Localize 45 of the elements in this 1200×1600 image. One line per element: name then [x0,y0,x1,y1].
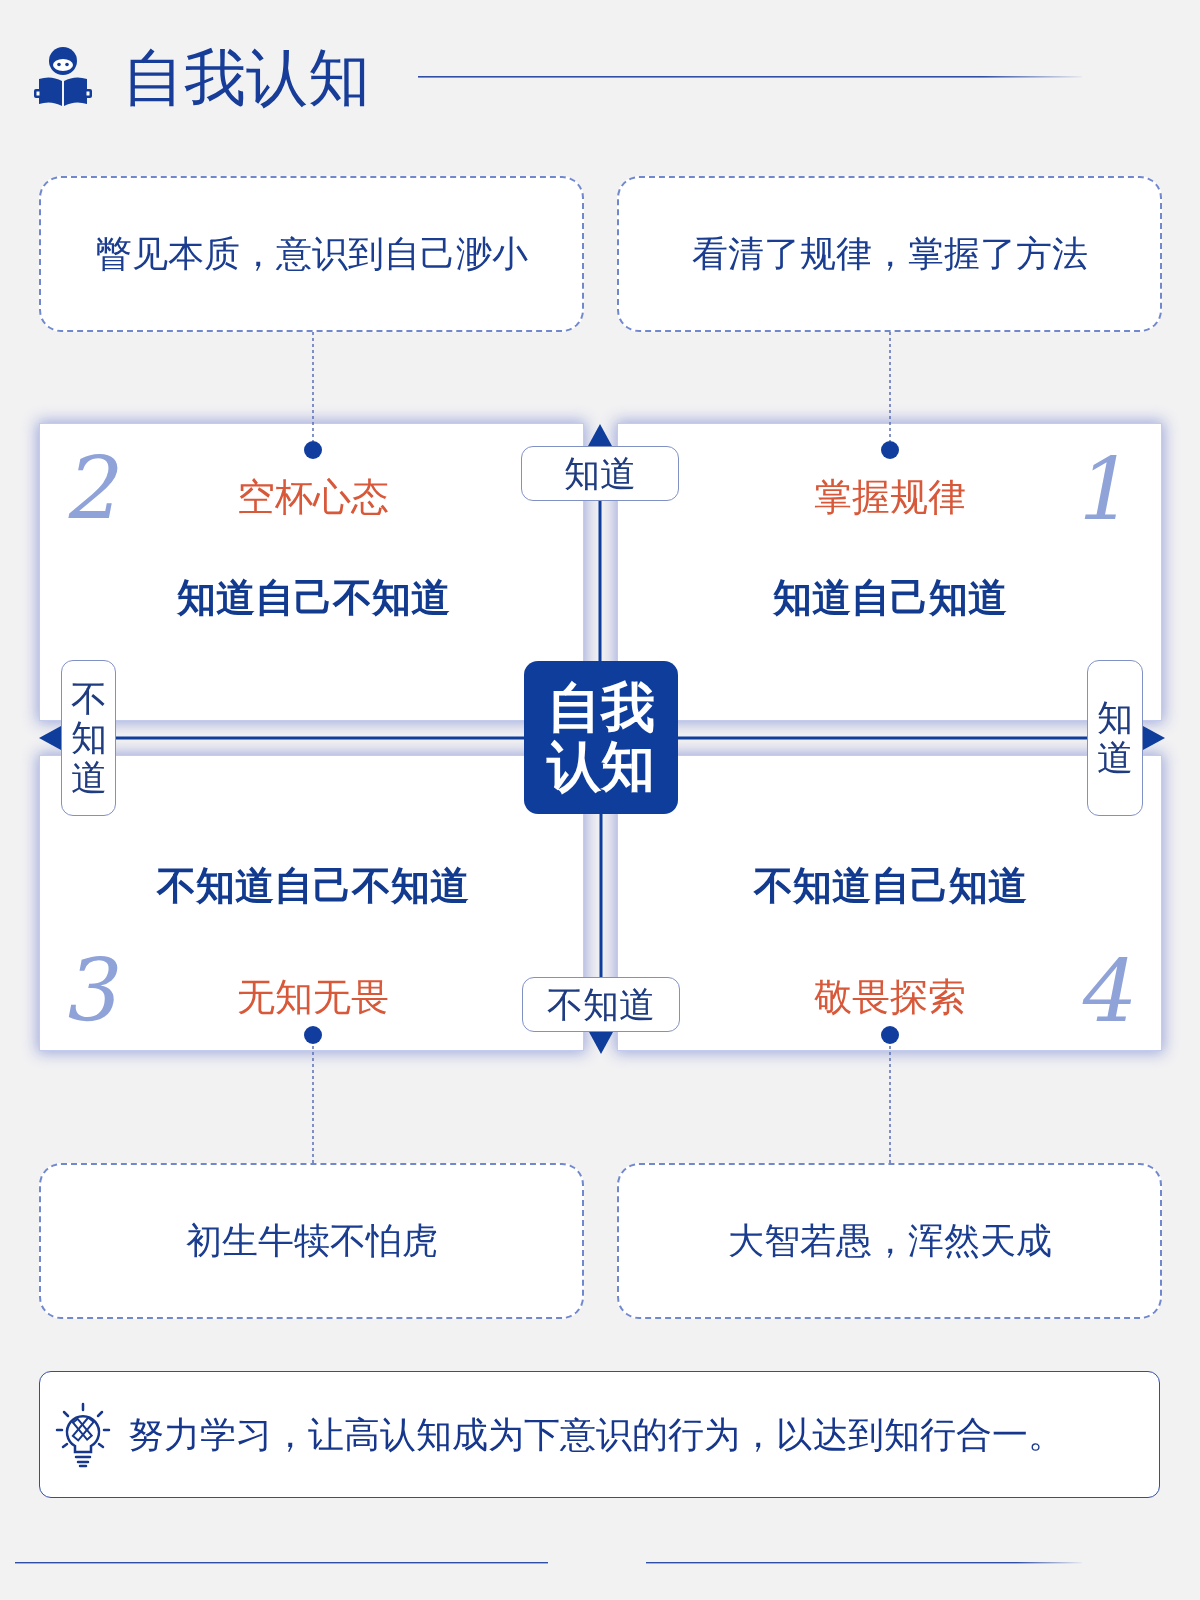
quadrant-number: 1 [1078,446,1134,532]
arrow [39,726,524,750]
keyword-text: 敬畏探索 [814,976,966,1020]
dashed-quote-box [39,1163,584,1319]
axis-label: 不知道 [547,982,655,1027]
page-title: 自我认知 [122,40,370,116]
keyword-text: 掌握规律 [814,476,966,520]
axis-label-box [1087,660,1143,816]
quote-text: 大智若愚，浑然天成 [727,1219,1052,1263]
quote-text: 看清了规律，掌握了方法 [691,232,1088,276]
arrow [588,424,612,661]
arrow [589,814,613,1054]
axis-label: 不知道 [70,678,107,798]
axis-label: 知道 [1097,698,1133,778]
quadrant-title: 知道自己知道 [773,575,1007,621]
axis-label: 知道 [564,451,636,496]
quadrant-number: 2 [68,445,124,531]
anchor-dot [304,1026,322,1044]
center-box [524,661,678,814]
quote-text: 瞥见本质，意识到自己渺小 [95,232,528,276]
arrow [678,726,1165,750]
note-box [39,1371,1160,1498]
axis-label-box [522,977,680,1032]
quadrant-title: 知道自己不知道 [176,575,450,621]
keyword-text: 空杯心态 [237,476,389,520]
note-text: 努力学习，让高认知成为下意识的行为，以达到知行合一。 [128,1412,1064,1457]
dotted-leader-line [889,331,891,442]
anchor-dot [881,1026,899,1044]
dotted-leader-line [312,331,314,442]
anchor-dot [304,441,322,459]
anchor-dot [881,441,899,459]
quote-text: 初生牛犊不怕虎 [185,1219,438,1263]
dashed-quote-box [617,176,1162,332]
dotted-leader-line [889,1043,891,1164]
dotted-leader-line [312,1043,314,1164]
dashed-quote-box [617,1163,1162,1319]
quadrant-title: 不知道自己不知道 [157,863,469,909]
keyword-text: 无知无畏 [237,976,389,1020]
dashed-quote-box [39,176,584,332]
center-title: 自我认知 [545,679,656,796]
axis-label-box [521,446,679,501]
axis-label-box [61,660,116,816]
quadrant-title: 不知道自己知道 [753,863,1027,909]
quadrant-number: 4 [1082,948,1138,1034]
quadrant-number: 3 [67,947,123,1033]
